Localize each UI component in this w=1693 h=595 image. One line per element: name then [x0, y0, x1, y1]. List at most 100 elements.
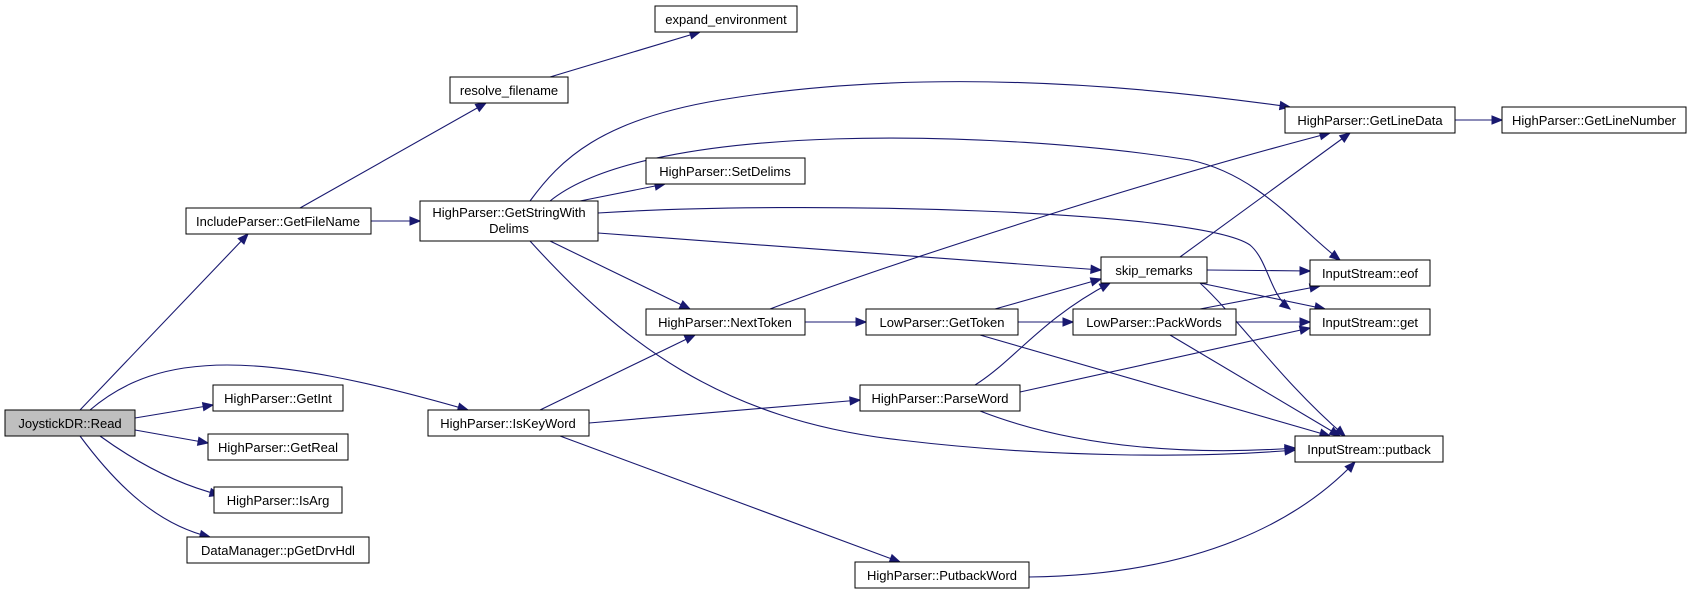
node-label: LowParser::GetToken [879, 315, 1004, 330]
arrowhead-icon [201, 402, 215, 412]
node-high-parser-is-key-word[interactable]: HighParser::IsKeyWord [427, 409, 590, 437]
call-edge-joystick-read-to-high-parser-is-arg [99, 435, 222, 497]
call-edge-line [539, 334, 696, 411]
node-data-manager-p-get-drv-hdl[interactable]: DataManager::pGetDrvHdl [186, 536, 370, 564]
call-edge-line [769, 132, 1331, 310]
node-high-parser-parse-word[interactable]: HighParser::ParseWord [859, 384, 1021, 412]
call-edge-low-parser-pack-words-to-input-stream-eof [1199, 283, 1322, 310]
arrowhead-icon [1298, 325, 1312, 335]
call-edge-high-parser-is-key-word-to-high-parser-next-token [539, 334, 697, 411]
node-high-parser-get-string-with-delims[interactable]: HighParser::GetStringWith Delims [419, 200, 599, 242]
node-joystick-read[interactable]: JoystickDR::Read [4, 409, 136, 437]
node-expand-environment[interactable]: expand_environment [654, 5, 798, 33]
node-low-parser-get-token[interactable]: LowParser::GetToken [865, 308, 1019, 336]
call-edge-line [299, 102, 487, 209]
arrowhead-icon [1299, 317, 1312, 327]
call-edge-line [1019, 327, 1311, 393]
arrowhead-icon [474, 102, 488, 113]
node-high-parser-get-line-data[interactable]: HighParser::GetLineData [1284, 106, 1456, 134]
call-edge-high-parser-get-string-with-delims-to-set-delims [579, 181, 667, 202]
call-edge-line [1199, 282, 1326, 310]
call-edge-low-parser-get-token-to-low-parser-pack-words [1018, 317, 1075, 327]
call-edge-high-parser-get-string-with-delims-to-high-parser-next-token [549, 240, 692, 310]
call-edge-joystick-read-to-high-parser-get-real [134, 429, 210, 446]
node-label: InputStream::get [1322, 315, 1418, 330]
node-high-parser-putback-word[interactable]: HighParser::PutbackWord [854, 561, 1030, 589]
call-edge-line [1199, 285, 1321, 310]
node-label: HighParser::IsKeyWord [440, 416, 576, 431]
call-edge-line [89, 364, 469, 411]
arrowhead-icon [1089, 277, 1103, 287]
function-nodes: JoystickDR::Read IncludeParser::GetFileN… [4, 5, 1687, 589]
arrowhead-icon [1333, 425, 1347, 437]
node-label: HighParser::GetLineData [1297, 113, 1443, 128]
call-edge-line [1028, 461, 1356, 578]
call-edge-include-parser-get-file-name-to-high-parser-get-string-with-delims [371, 216, 422, 226]
node-label: InputStream::eof [1322, 266, 1418, 281]
node-resolve-filename[interactable]: resolve_filename [449, 76, 569, 104]
arrowhead-icon [683, 334, 697, 344]
node-high-parser-is-arg[interactable]: HighParser::IsArg [213, 486, 343, 514]
call-edge-low-parser-pack-words-to-input-stream-get [1236, 317, 1312, 327]
call-edge-line [979, 410, 1296, 452]
call-edge-line [79, 233, 249, 411]
call-edge-line [1199, 282, 1346, 437]
call-edge-high-parser-next-token-to-high-parser-get-line-data [769, 131, 1332, 310]
call-edge-low-parser-get-token-to-skip-remarks [994, 277, 1103, 310]
node-label: HighParser::GetInt [224, 391, 332, 406]
call-edge-high-parser-get-line-data-to-high-parser-get-line-number [1455, 115, 1504, 125]
node-input-stream-get[interactable]: InputStream::get [1309, 308, 1431, 336]
node-label: skip_remarks [1115, 263, 1193, 278]
call-edge-low-parser-get-token-to-input-stream-putback [979, 334, 1332, 438]
node-high-parser-next-token[interactable]: HighParser::NextToken [645, 308, 806, 336]
node-include-parser-get-file-name[interactable]: IncludeParser::GetFileName [185, 207, 372, 235]
node-low-parser-pack-words[interactable]: LowParser::PackWords [1072, 308, 1237, 336]
call-edge-line [979, 334, 1331, 437]
call-edge-line [1169, 334, 1341, 437]
arrowhead-icon [1278, 298, 1292, 310]
call-edge-high-parser-get-string-with-delims-to-high-parser-get-line-data [529, 81, 1292, 202]
call-edge-joystick-read-to-data-manager-p-get-drv-hdl [79, 435, 212, 540]
call-edge-high-parser-parse-word-to-skip-remarks [974, 282, 1112, 386]
node-input-stream-putback[interactable]: InputStream::putback [1294, 435, 1444, 463]
arrowhead-icon [849, 396, 862, 406]
call-edge-joystick-read-to-include-parser-get-file-name [79, 233, 249, 411]
node-label: HighParser::IsArg [227, 493, 330, 508]
call-edge-line [1179, 132, 1351, 258]
call-edge-high-parser-get-string-with-delims-to-input-stream-get [597, 206, 1292, 310]
call-edge-high-parser-get-string-with-delims-to-input-stream-eof [549, 137, 1342, 261]
call-edge-skip-remarks-to-input-stream-eof [1206, 266, 1312, 276]
call-edge-high-parser-is-key-word-to-high-parser-parse-word [588, 396, 862, 424]
node-high-parser-get-int[interactable]: HighParser::GetInt [212, 384, 344, 412]
node-high-parser-set-delims[interactable]: HighParser::SetDelims [645, 157, 806, 185]
call-edge-skip-remarks-to-high-parser-get-line-data [1179, 132, 1352, 258]
call-edge-line [529, 81, 1291, 202]
arrowhead-icon [1098, 282, 1112, 293]
call-edge-line [529, 240, 1296, 456]
call-edge-line [134, 404, 214, 419]
call-edge-high-parser-putback-word-to-input-stream-putback [1028, 461, 1356, 578]
call-edge-line [994, 278, 1102, 310]
call-edge-low-parser-pack-words-to-input-stream-putback [1169, 334, 1342, 437]
call-edge-line [99, 435, 221, 496]
node-label: InputStream::putback [1307, 442, 1431, 457]
node-skip-remarks[interactable]: skip_remarks [1100, 256, 1208, 284]
call-edge-line [134, 429, 209, 444]
node-label: HighParser::ParseWord [871, 391, 1008, 406]
call-edge-line [79, 435, 211, 538]
node-label: HighParser::PutbackWord [867, 568, 1017, 583]
node-label: LowParser::PackWords [1086, 315, 1222, 330]
node-label-line-2: Delims [489, 221, 529, 236]
node-high-parser-get-real[interactable]: HighParser::GetReal [207, 433, 349, 461]
call-edge-line [597, 206, 1291, 310]
call-edge-line [549, 31, 701, 78]
call-edge-joystick-read-to-high-parser-get-int [134, 402, 215, 419]
node-input-stream-eof[interactable]: InputStream::eof [1309, 259, 1431, 287]
call-edge-high-parser-parse-word-to-input-stream-putback [979, 410, 1297, 454]
node-label: DataManager::pGetDrvHdl [201, 543, 355, 558]
node-high-parser-get-line-number[interactable]: HighParser::GetLineNumber [1501, 106, 1687, 134]
call-edge-line [974, 282, 1111, 386]
arrowhead-icon [1344, 461, 1356, 473]
arrowhead-icon [1328, 249, 1342, 261]
